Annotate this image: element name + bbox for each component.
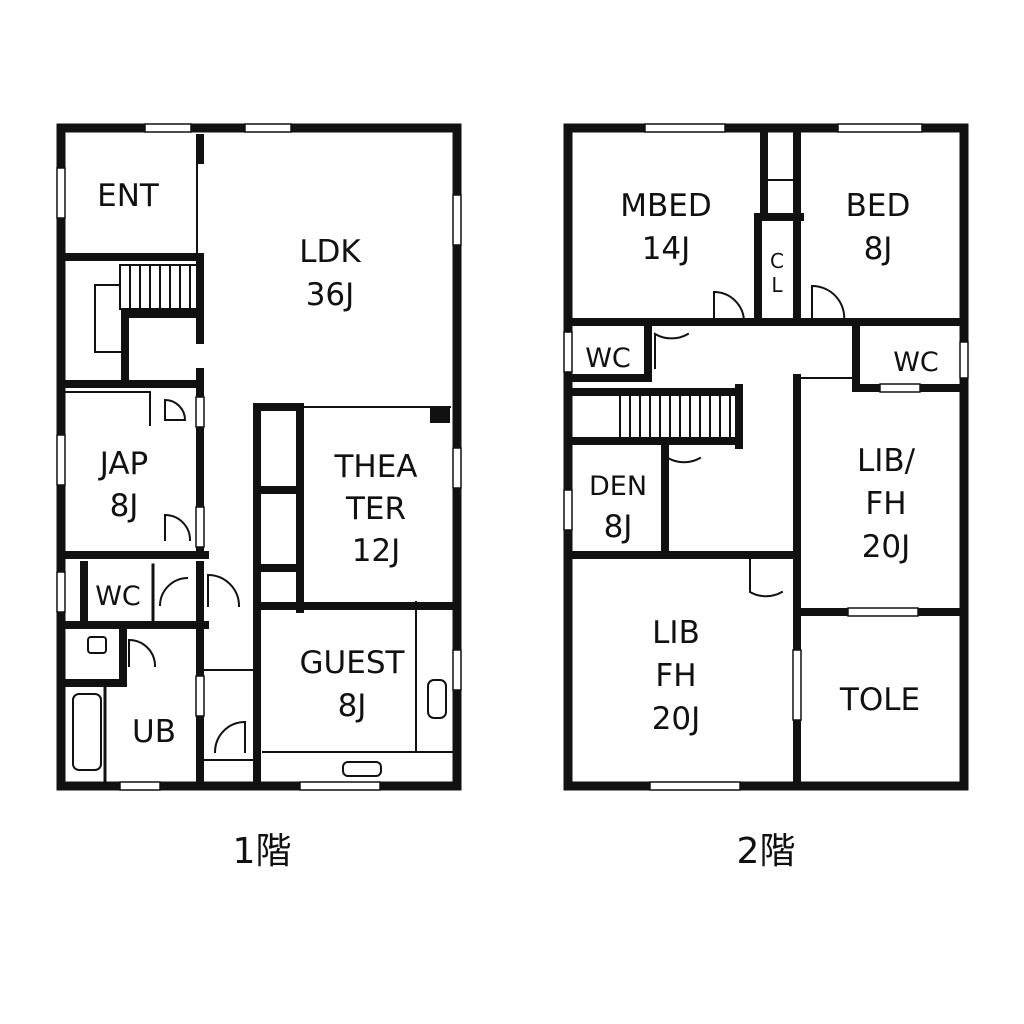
windows-floor-1 bbox=[56, 123, 462, 791]
room-label-theater-2: TER bbox=[345, 491, 406, 527]
room-label-wc-right: WC bbox=[893, 347, 939, 378]
room-label-bed-area: 8J bbox=[864, 231, 893, 267]
door-swing bbox=[713, 290, 746, 324]
stairs-floor-1 bbox=[94, 264, 201, 353]
room-label-guest-area: 8J bbox=[338, 688, 367, 724]
room-label-guest: GUEST bbox=[300, 645, 406, 681]
room-labels: ENT LDK 36J JAP 8J THEA TER 12J WC GUEST… bbox=[95, 178, 939, 872]
door-swing bbox=[667, 456, 702, 491]
room-label-ldk: LDK bbox=[299, 234, 361, 270]
column bbox=[430, 407, 450, 423]
room-label-theater-area: 12J bbox=[352, 533, 401, 569]
room-label-jap: JAP bbox=[98, 446, 149, 482]
room-label-lib-fh-right-area: 20J bbox=[862, 529, 911, 565]
room-label-ub: UB bbox=[132, 714, 176, 750]
room-label-lib-fh-lower-1: LIB bbox=[652, 615, 700, 651]
room-label-ldk-area: 36J bbox=[306, 277, 355, 313]
room-label-lib-fh-right-2: FH bbox=[865, 486, 906, 522]
room-label-jap-area: 8J bbox=[110, 488, 139, 524]
door-swing bbox=[158, 576, 189, 607]
room-label-mbed: MBED bbox=[620, 188, 711, 224]
floor-1-label: 1階 bbox=[233, 831, 292, 872]
room-label-bed: BED bbox=[846, 188, 911, 224]
room-label-theater-1: THEA bbox=[333, 449, 417, 485]
door-swing bbox=[213, 720, 246, 754]
door-swing bbox=[207, 573, 241, 608]
door-swing bbox=[164, 398, 187, 421]
room-label-wc-left: WC bbox=[585, 343, 631, 374]
room-label-cl-2: L bbox=[771, 273, 783, 297]
sink-fixture bbox=[342, 761, 382, 777]
room-label-cl-1: C bbox=[770, 249, 784, 273]
room-label-mbed-area: 14J bbox=[642, 231, 691, 267]
floor-2-plan bbox=[563, 123, 969, 791]
room-label-lib-fh-right-1: LIB/ bbox=[857, 443, 916, 479]
door-swing bbox=[811, 284, 846, 324]
door-swing bbox=[749, 559, 784, 598]
windows-floor-2 bbox=[563, 123, 969, 791]
room-label-lib-fh-lower-2: FH bbox=[655, 658, 696, 694]
toilet-fixture bbox=[87, 636, 107, 654]
door-swing bbox=[128, 638, 157, 668]
room-label-den-area: 8J bbox=[604, 509, 633, 545]
door-swing bbox=[654, 332, 690, 369]
room-label-den: DEN bbox=[589, 471, 647, 502]
room-label-wc: WC bbox=[95, 581, 141, 612]
stairs-floor-2 bbox=[619, 395, 731, 438]
bathtub bbox=[72, 693, 102, 771]
door-swing bbox=[164, 513, 192, 542]
room-label-tole: TOLE bbox=[839, 682, 920, 718]
floor-2-label: 2階 bbox=[737, 831, 796, 872]
room-label-ent: ENT bbox=[97, 178, 160, 214]
room-label-lib-fh-lower-area: 20J bbox=[652, 701, 701, 737]
floor-1-plan bbox=[56, 123, 462, 791]
sink-fixture bbox=[427, 679, 447, 719]
